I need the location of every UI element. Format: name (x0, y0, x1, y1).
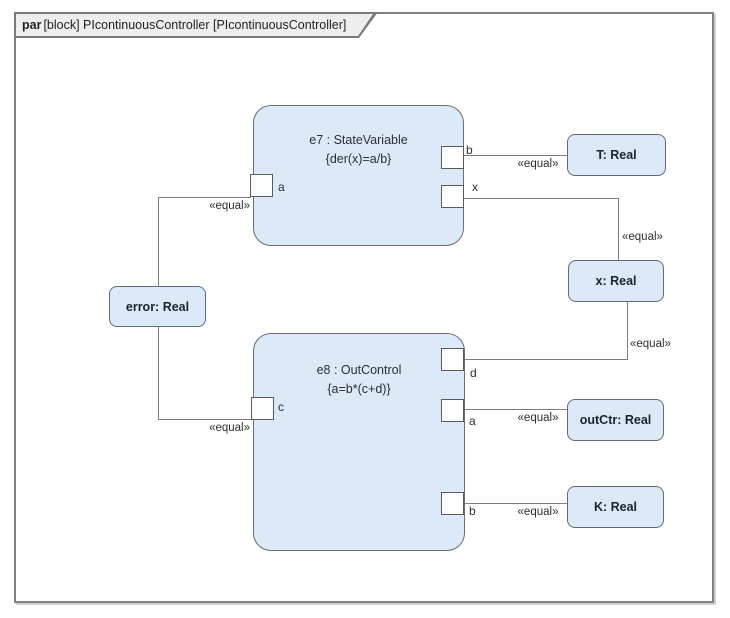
connector-x-to-e8d-vertical[interactable] (627, 302, 628, 360)
value-node-outCtr[interactable]: outCtr: Real (567, 399, 664, 441)
connector-e7x-to-x-horizontal[interactable] (463, 198, 619, 199)
e8-title: e8 : OutControl (316, 363, 402, 377)
connector-e8b-to-K[interactable] (464, 503, 567, 504)
connector-error-to-e7a-horizontal[interactable] (158, 197, 251, 198)
e8-constraint-expression: {a=b*(c+d)} (327, 382, 391, 396)
port-e8-a[interactable] (441, 399, 464, 422)
port-e8-c[interactable] (251, 397, 274, 420)
port-e7-b[interactable] (441, 146, 464, 169)
port-label-e7-x: x (472, 180, 478, 194)
equal-label-e8b-K: «equal» (517, 506, 559, 518)
value-node-x[interactable]: x: Real (568, 260, 664, 302)
equal-label-e7b-T: «equal» (517, 158, 559, 170)
equal-label-error-e7a: «equal» (209, 200, 250, 212)
port-label-e8-b: b (469, 504, 476, 518)
equal-label-x-e8d: «equal» (630, 338, 671, 350)
connector-e8a-to-outCtr[interactable] (464, 409, 567, 410)
connector-e7b-to-T[interactable] (463, 155, 567, 156)
port-label-e7-a: a (278, 180, 285, 194)
connector-x-to-e8d-horizontal[interactable] (464, 359, 628, 360)
connector-e7x-to-x-vertical[interactable] (618, 198, 619, 260)
e7-title: e7 : StateVariable (309, 133, 408, 147)
port-e8-b[interactable] (441, 492, 464, 515)
equal-label-e8a-outCtr: «equal» (517, 412, 559, 424)
connector-error-to-e8c-vertical[interactable] (158, 325, 159, 419)
diagram-title: par[block] PIcontinuousController [PIcon… (16, 14, 375, 36)
value-node-error[interactable]: error: Real (109, 286, 206, 327)
port-e7-x[interactable] (441, 185, 464, 208)
connector-error-to-e8c-horizontal[interactable] (158, 419, 253, 420)
diagram-kind-keyword: par (22, 18, 42, 32)
port-e7-a[interactable] (250, 174, 273, 197)
port-label-e8-d: d (470, 366, 477, 380)
diagram-title-text: [block] PIcontinuousController [PIcontin… (43, 18, 347, 32)
value-node-T[interactable]: T: Real (567, 134, 666, 176)
port-label-e8-a: a (469, 414, 476, 428)
connector-error-to-e7a-vertical[interactable] (158, 197, 159, 287)
port-e8-d[interactable] (441, 348, 464, 371)
value-node-K[interactable]: K: Real (567, 486, 664, 528)
equal-label-error-e8c: «equal» (209, 422, 250, 434)
equal-label-e7x-x: «equal» (622, 231, 663, 243)
constraint-block-e7[interactable]: e7 : StateVariable {der(x)=a/b} (253, 105, 464, 246)
constraint-block-e8[interactable]: e8 : OutControl {a=b*(c+d)} (253, 333, 465, 551)
e7-constraint-expression: {der(x)=a/b} (325, 152, 392, 166)
port-label-e7-b: b (466, 143, 473, 157)
port-label-e8-c: c (278, 400, 284, 414)
